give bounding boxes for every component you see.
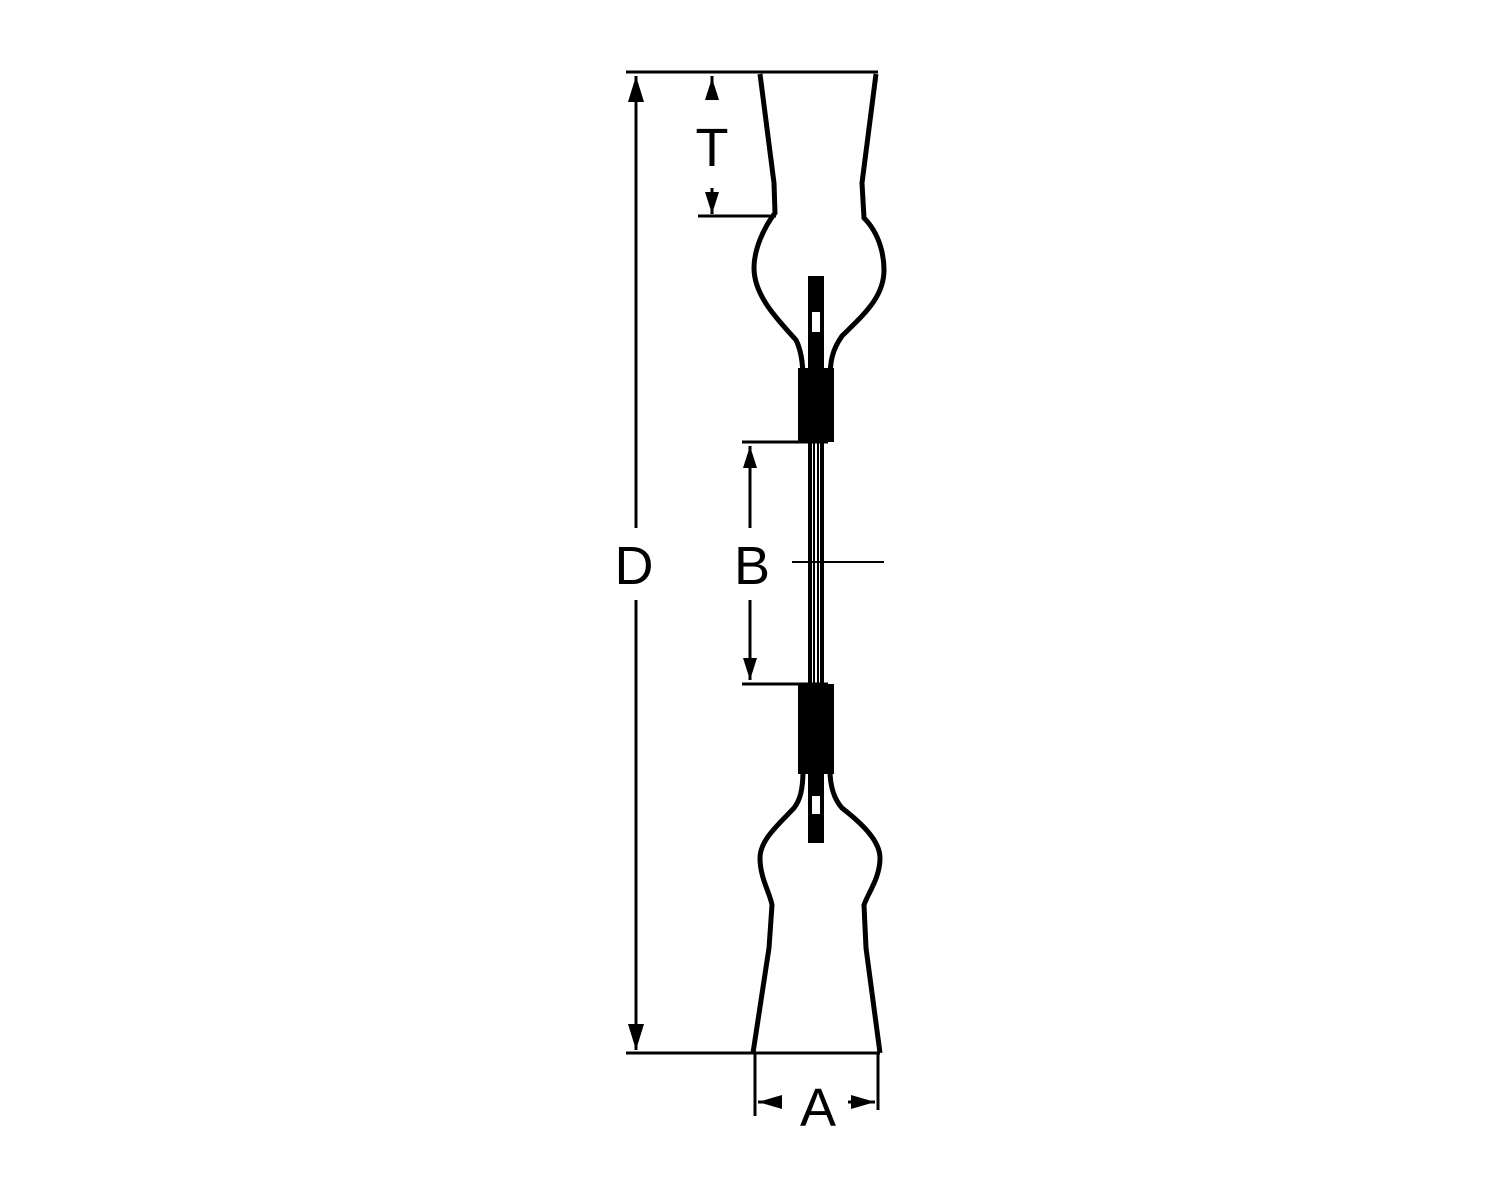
brush-profile — [626, 70, 887, 1055]
dimension-t-label: T — [696, 118, 729, 178]
dimension-t-upper-arrow — [705, 78, 719, 100]
hub-upper-right-band — [824, 368, 834, 442]
dimension-b-label: B — [734, 536, 770, 596]
dimension-d: D — [615, 76, 654, 1050]
center-plate-slot-lower — [812, 796, 820, 814]
center-plate-fill-mid-upper — [810, 332, 822, 442]
center-plate-fill-mid-lower — [810, 684, 822, 796]
dimension-a-left-arrow — [758, 1095, 782, 1109]
dimension-d-lower-arrow — [628, 1024, 644, 1050]
hub-lower-right-band — [824, 684, 834, 774]
dimension-b-upper-arrow — [743, 446, 757, 468]
dimension-a-label: A — [800, 1078, 836, 1138]
hub-upper-left-band — [798, 368, 810, 442]
dimension-b: B — [734, 440, 828, 686]
brush-right-outline-lower — [827, 684, 883, 1054]
dimension-b-lower-arrow — [743, 658, 757, 680]
center-plate-fill-lower — [810, 814, 822, 843]
center-plate-slot-upper — [812, 312, 820, 332]
brush-right-outline-upper — [827, 73, 887, 440]
brush-left-outline-upper — [751, 73, 806, 440]
dimension-d-upper-arrow — [628, 76, 644, 102]
brush-left-outline-lower — [750, 684, 806, 1054]
dimension-t-lower-arrow — [705, 192, 719, 214]
dimension-t: T — [696, 76, 776, 218]
dimension-a: A — [753, 1053, 880, 1138]
dimension-a-right-arrow — [851, 1095, 875, 1109]
center-plate-fill-upper — [810, 276, 822, 316]
dimension-d-label: D — [615, 536, 654, 596]
hub-lower-left-band — [798, 684, 810, 774]
